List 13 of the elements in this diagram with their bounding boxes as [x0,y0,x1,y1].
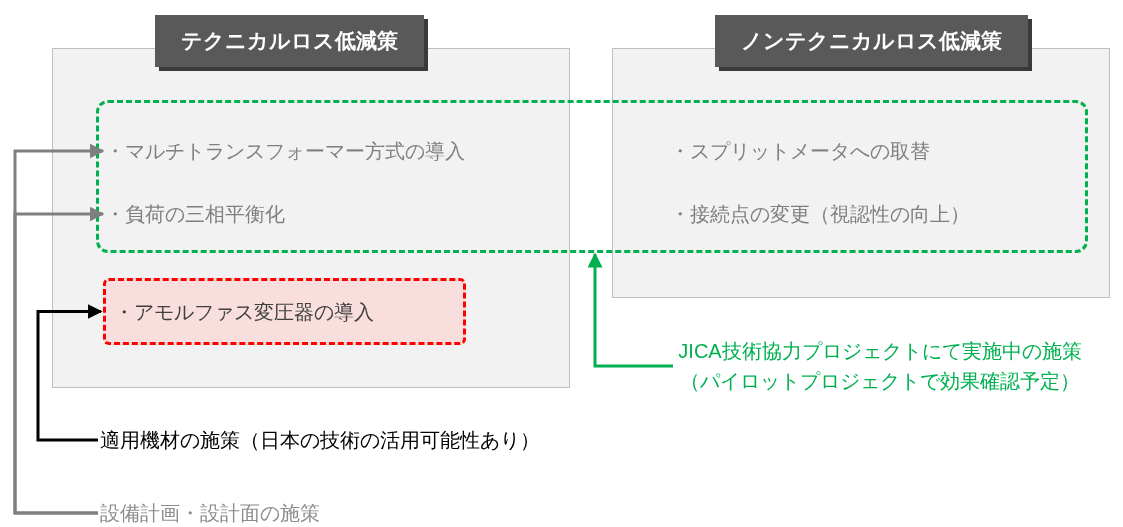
dashed-outline [96,100,1088,253]
arrow [587,252,673,368]
item-text: ・負荷の三相平衡化 [105,198,285,230]
highlight-box [103,278,466,345]
item-text: 適用機材の施策（日本の技術の活用可能性あり） [100,424,540,456]
arrow [36,304,103,442]
item-text: ・マルチトランスフォーマー方式の導入 [105,135,465,167]
annotation-text: JICA技術協力プロジェクトにて実施中の施策（パイロットプロジェクトで効果確認予定） [675,336,1085,396]
arrow [13,206,105,515]
item-text: ・接続点の変更（視認性の向上） [670,198,970,230]
item-text: ・アモルファス変圧器の導入 [114,300,374,325]
item-text: 設備計画・設計面の施策 [100,499,320,527]
item-text: ・スプリットメータへの取替 [670,135,930,167]
